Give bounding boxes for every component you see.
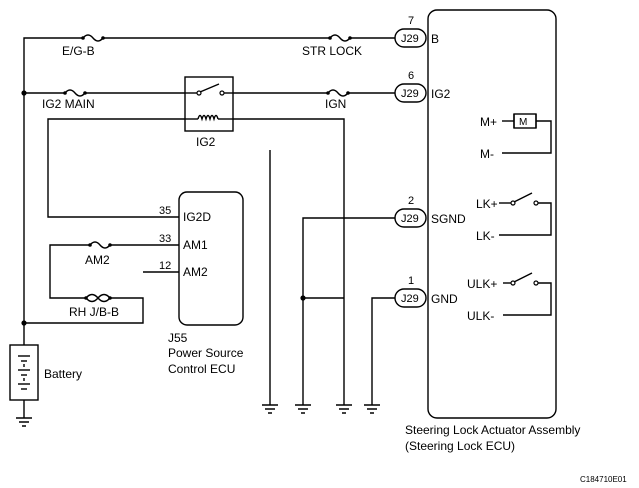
fuse-ign: [326, 88, 350, 98]
fuse-am2-label: AM2: [85, 253, 110, 267]
steering-lock-actuator-box: [427, 9, 557, 419]
actuator-name-line2: (Steering Lock ECU): [405, 439, 515, 453]
actuator-pin-name: IG2: [431, 87, 451, 101]
ecu-pin-number: 35: [159, 205, 171, 217]
ecu-pin-name: AM2: [183, 265, 208, 279]
actuator-name-line1: Steering Lock Actuator Assembly: [405, 423, 580, 437]
ground-icon: [262, 404, 278, 414]
ecu-pin-name: IG2D: [183, 210, 211, 224]
power-source-ecu-box: [178, 191, 244, 326]
fuse-am2: [88, 240, 112, 250]
ecu-connector-label: J55: [168, 331, 188, 345]
unlock-switch-circuit: [503, 272, 552, 316]
motor-symbol-label: M: [519, 117, 527, 128]
lock-plus-label: LK+: [476, 197, 498, 211]
lock-switch-circuit: [499, 192, 552, 236]
unlock-minus-label: ULK-: [467, 309, 494, 323]
fuse-str-lock-label: STR LOCK: [302, 44, 362, 58]
ecu-pin-name: AM1: [183, 238, 208, 252]
ecu-pin-number: 12: [159, 260, 171, 272]
connector-j29-gnd: J29: [394, 288, 427, 308]
connector-j29-ig2: J29: [394, 83, 427, 103]
actuator-pin-name: GND: [431, 292, 458, 306]
wires: [23, 37, 395, 418]
actuator-pin-name: B: [431, 32, 439, 46]
connector-label: J29: [401, 33, 419, 45]
battery-label: Battery: [44, 367, 82, 381]
fuse-eg-b: [81, 33, 105, 43]
ecu-name-line2: Control ECU: [168, 362, 235, 376]
junction-dots: [21, 90, 306, 326]
fuse-ig2-main: [63, 88, 87, 98]
unlock-plus-label: ULK+: [467, 277, 497, 291]
motor-plus-label: M+: [480, 115, 497, 129]
ig2-relay: [184, 76, 234, 132]
fuse-eg-b-label: E/G-B: [62, 44, 95, 58]
connector-label: J29: [401, 213, 419, 225]
actuator-pin-number: 1: [408, 275, 414, 287]
relay-label: IG2: [196, 135, 216, 149]
fuse-ign-label: IGN: [325, 97, 346, 111]
connector-j29-sgnd: J29: [394, 208, 427, 228]
ground-icon: [336, 404, 352, 414]
lock-minus-label: LK-: [476, 229, 495, 243]
actuator-pin-number: 2: [408, 195, 414, 207]
connector-j29-b: J29: [394, 28, 427, 48]
actuator-pin-name: SGND: [431, 212, 466, 226]
fuse-str-lock: [328, 33, 352, 43]
actuator-pin-number: 7: [408, 15, 414, 27]
ground-icon: [364, 404, 380, 414]
motor-circuit: M: [502, 113, 552, 154]
connector-label: J29: [401, 88, 419, 100]
ground-icon: [295, 404, 311, 414]
connector-label: J29: [401, 293, 419, 305]
ecu-pin-number: 33: [159, 233, 171, 245]
figure-code: C184710E01: [580, 475, 627, 484]
ecu-name-line1: Power Source: [168, 346, 244, 360]
fuse-ig2-main-label: IG2 MAIN: [42, 97, 95, 111]
fuse-rh-jb-b-label: RH J/B-B: [69, 305, 119, 319]
motor-minus-label: M-: [480, 147, 494, 161]
ground-icon: [16, 417, 32, 427]
fuse-rh-jb-b: [84, 293, 112, 303]
battery-symbol: [9, 344, 39, 401]
actuator-pin-number: 6: [408, 70, 414, 82]
